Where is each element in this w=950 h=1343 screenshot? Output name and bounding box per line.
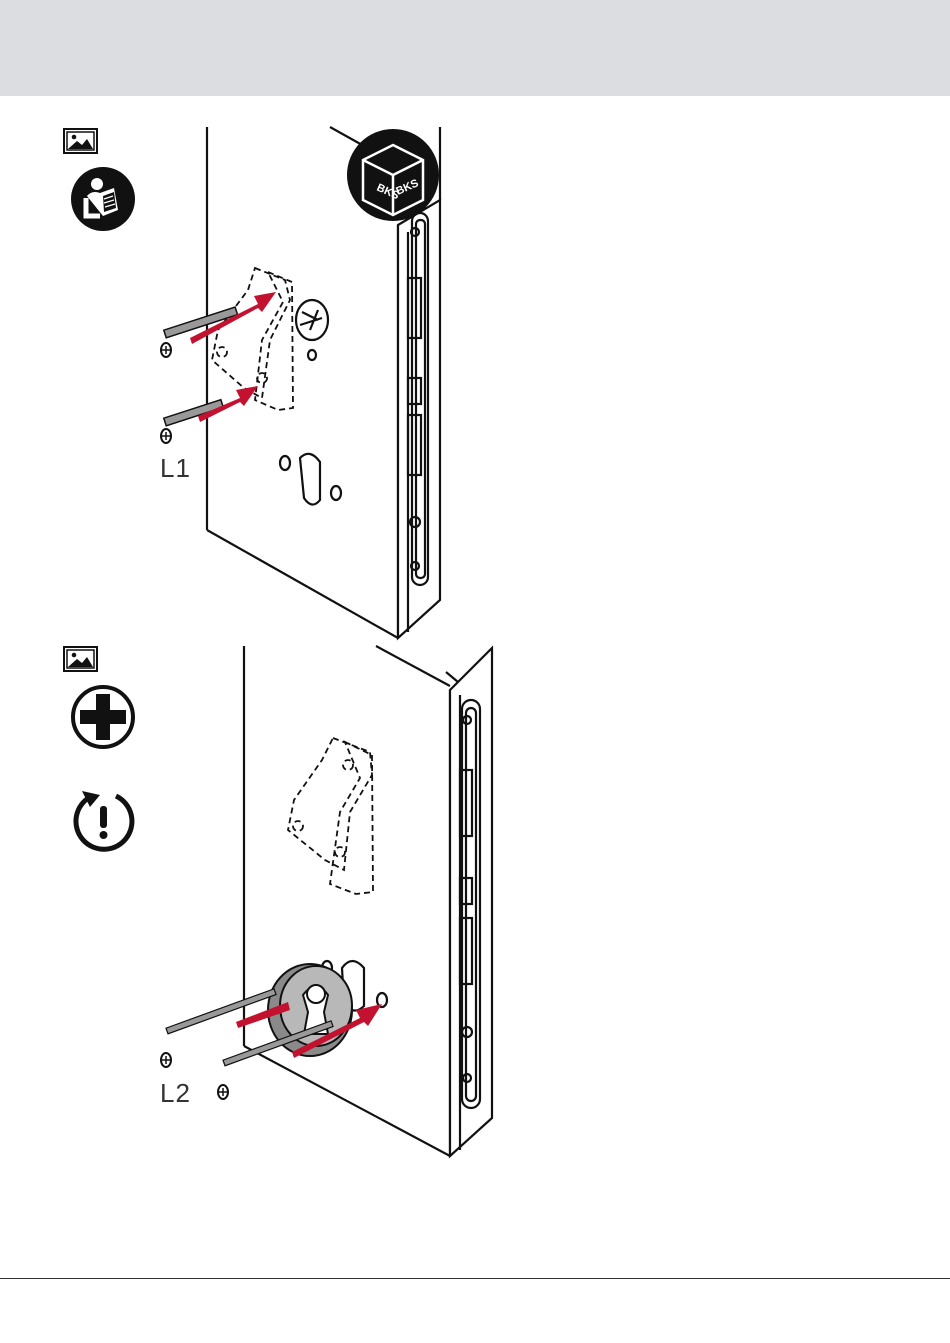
phillips-screwdriver-icon [70, 684, 136, 750]
image-icon [63, 646, 98, 672]
door-illustration-2 [150, 640, 500, 1165]
label-l2: L2 [160, 1078, 191, 1109]
step-2: L2 [0, 0, 950, 1200]
footer-rule [0, 1278, 950, 1279]
torque-warning-icon [70, 787, 136, 853]
